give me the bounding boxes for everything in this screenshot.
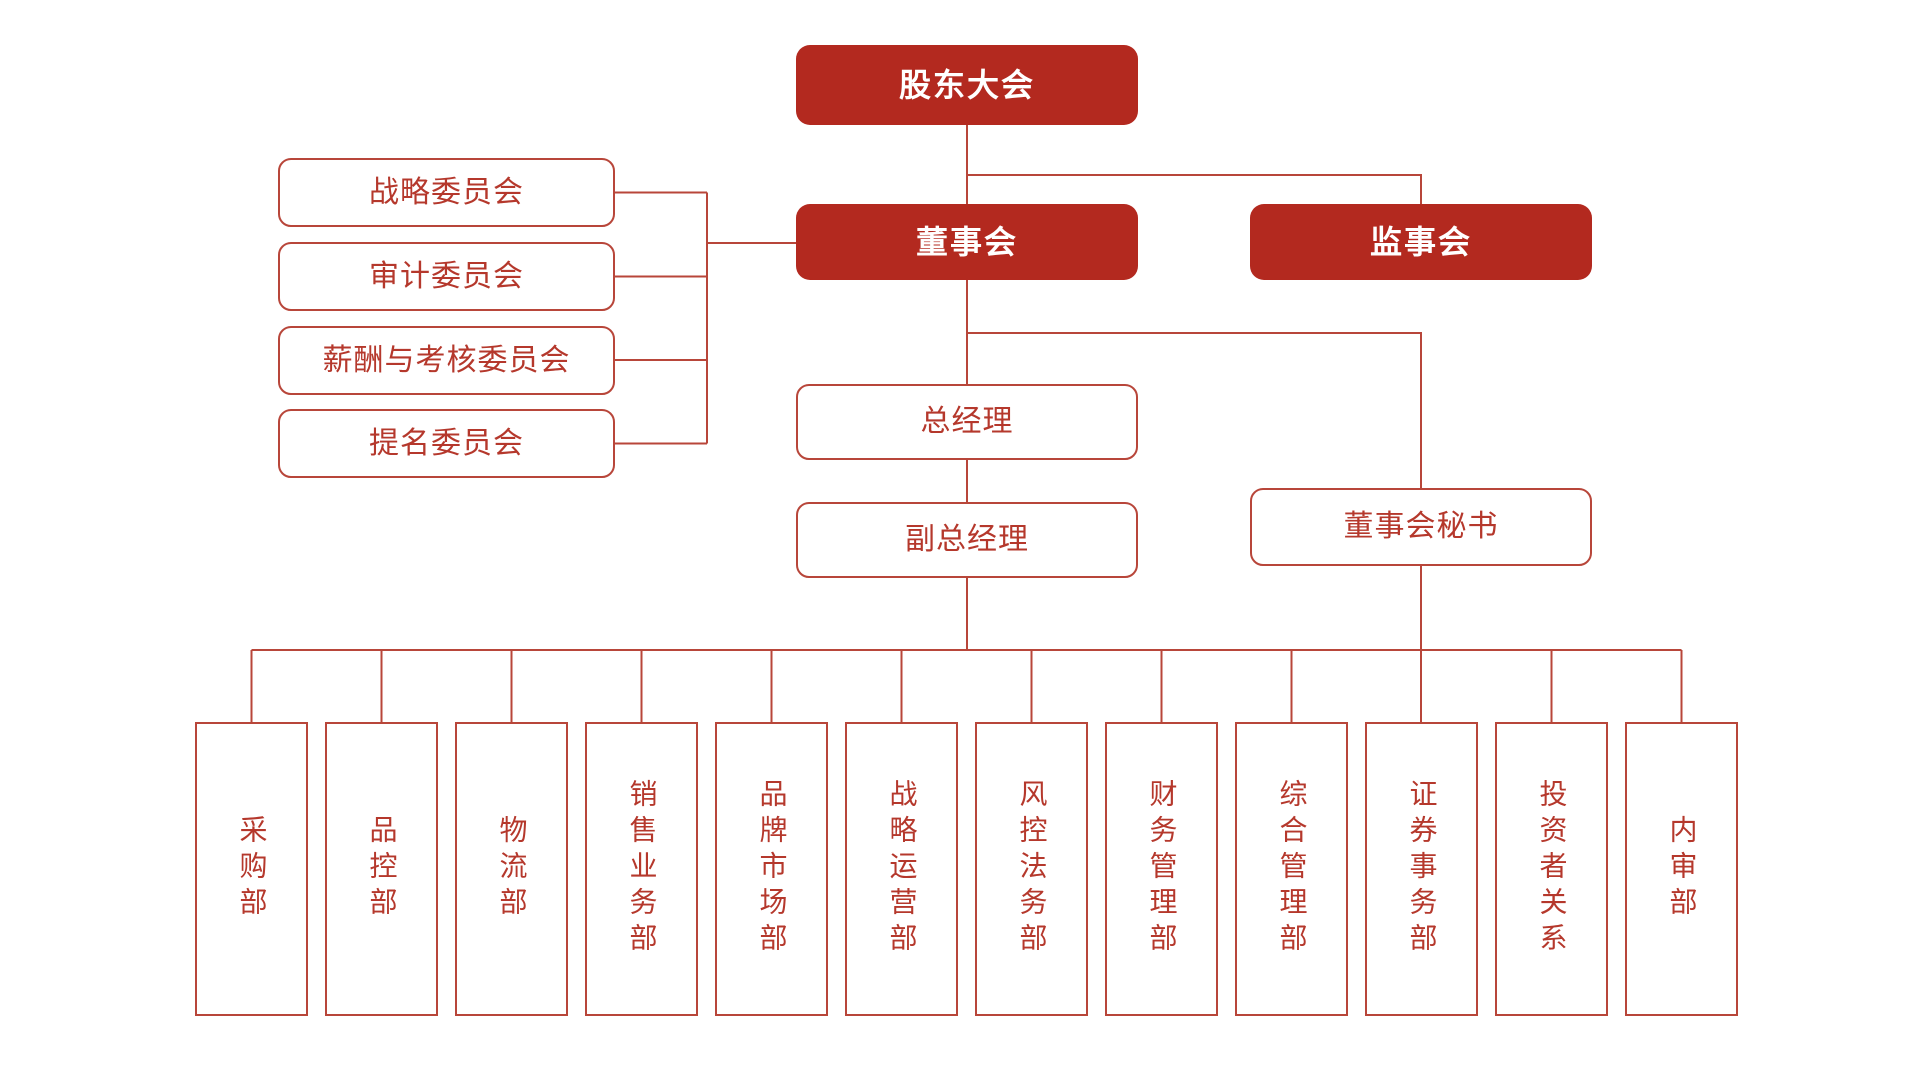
node-department-investor-relations: 投资者关系 [1495,722,1608,1016]
node-board-secretary: 董事会秘书 [1250,488,1592,566]
node-department-strategy-operations: 战略运营部 [845,722,958,1016]
node-supervisory-board: 监事会 [1250,204,1592,280]
connector-group [250,125,1683,722]
node-committee-nomination: 提名委员会 [278,409,615,478]
node-shareholders-meeting: 股东大会 [796,45,1138,125]
edge-board-secretary [967,332,1422,488]
node-department-securities-affairs: 证券事务部 [1365,722,1478,1016]
node-committee-strategy: 战略委员会 [278,158,615,227]
node-department-brand-marketing: 品牌市场部 [715,722,828,1016]
node-department-quality-control: 品控部 [325,722,438,1016]
node-general-manager: 总经理 [796,384,1138,460]
edge-department-drops [250,650,1683,722]
node-department-procurement: 采购部 [195,722,308,1016]
node-department-logistics: 物流部 [455,722,568,1016]
edge-shareholders-supervisory [967,174,1422,204]
edge-committee-stubs [615,191,707,445]
node-committee-remuneration-assessment: 薪酬与考核委员会 [278,326,615,395]
node-department-general-management: 综合管理部 [1235,722,1348,1016]
node-department-risk-legal: 风控法务部 [975,722,1088,1016]
node-board-of-directors: 董事会 [796,204,1138,280]
node-department-finance-management: 财务管理部 [1105,722,1218,1016]
node-committee-audit: 审计委员会 [278,242,615,311]
node-department-internal-audit: 内审部 [1625,722,1738,1016]
node-department-sales-business: 销售业务部 [585,722,698,1016]
node-deputy-general-manager: 副总经理 [796,502,1138,578]
